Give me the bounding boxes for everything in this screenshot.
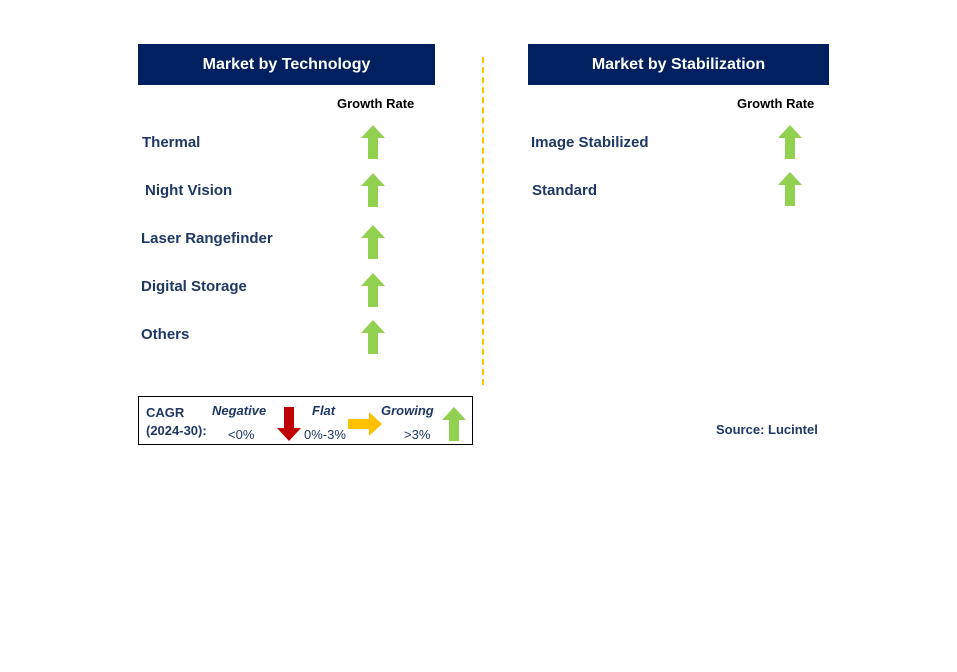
arrow-right-icon — [348, 412, 382, 436]
legend-cagr-label: CAGR — [146, 405, 185, 420]
legend-period-label: (2024-30): — [146, 423, 207, 438]
arrow-up-icon — [361, 173, 385, 207]
arrow-down-icon — [277, 407, 301, 441]
legend-flat-range: 0%-3% — [304, 427, 346, 442]
technology-item-others: Others — [141, 326, 190, 343]
technology-item-night-vision: Night Vision — [145, 182, 233, 199]
panel-divider — [482, 57, 484, 385]
legend-growing-range: >3% — [404, 427, 431, 442]
arrow-up-icon — [361, 320, 385, 354]
arrow-up-icon — [778, 172, 802, 206]
source-label: Source: Lucintel — [716, 422, 818, 437]
stabilization-panel-title: Market by Stabilization — [591, 55, 766, 73]
technology-item-laser-rangefinder: Laser Rangefinder — [141, 230, 273, 247]
legend-negative-label: Negative — [212, 403, 267, 418]
technology-item-thermal: Thermal — [142, 134, 201, 151]
legend-growing-label: Growing — [381, 403, 434, 418]
stabilization-growth-rate-label: Growth Rate — [737, 96, 815, 111]
technology-growth-rate-label: Growth Rate — [337, 96, 415, 111]
technology-item-digital-storage: Digital Storage — [141, 278, 247, 295]
arrow-up-icon — [442, 407, 466, 441]
technology-panel-header: Market by Technology — [138, 44, 435, 85]
legend-negative-range: <0% — [228, 427, 255, 442]
arrow-up-icon — [778, 125, 802, 159]
technology-panel-title: Market by Technology — [202, 55, 371, 73]
stabilization-item-image-stabilized: Image Stabilized — [531, 134, 649, 151]
arrow-up-icon — [361, 225, 385, 259]
stabilization-item-standard: Standard — [532, 182, 598, 199]
arrow-up-icon — [361, 125, 385, 159]
arrow-up-icon — [361, 273, 385, 307]
cagr-legend: CAGR (2024-30): Negative <0% Flat 0%-3% … — [138, 396, 473, 445]
stabilization-panel-header: Market by Stabilization — [528, 44, 829, 85]
legend-flat-label: Flat — [312, 403, 336, 418]
